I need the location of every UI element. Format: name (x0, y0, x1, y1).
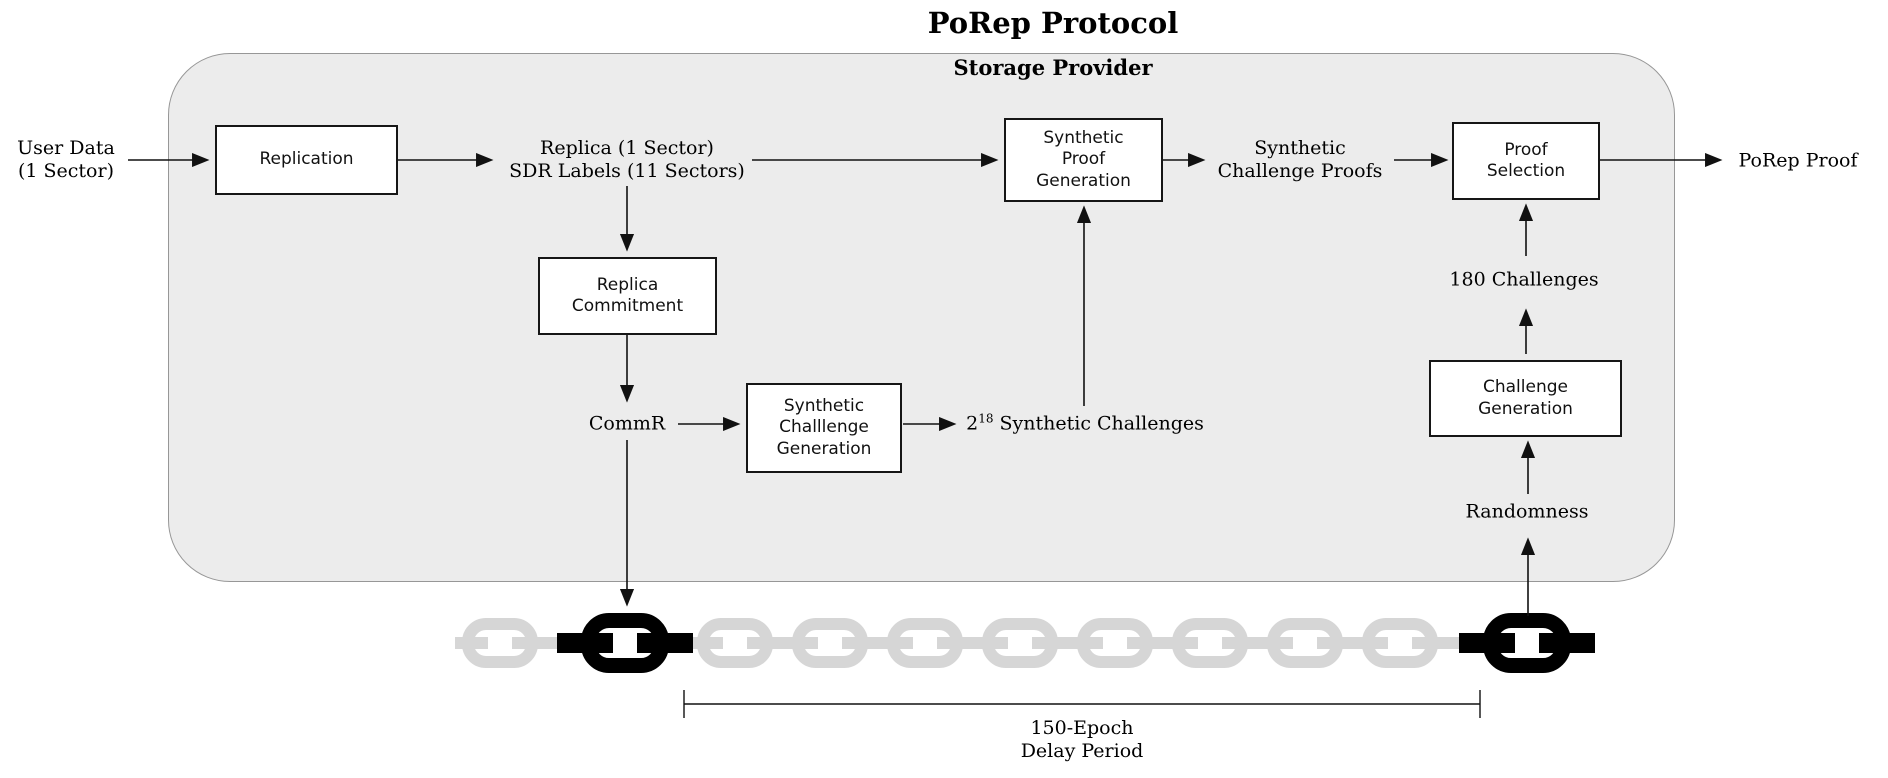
chain-link-icon (1267, 618, 1343, 668)
user-data-label: User Data (1 Sector) (17, 137, 115, 182)
proof-selection-node: Proof Selection (1452, 122, 1600, 200)
chain-link-icon (792, 618, 868, 668)
chain-link-icon (697, 618, 773, 668)
chain-link-icon (1362, 618, 1438, 668)
porep-proof-label: PoRep Proof (1738, 149, 1858, 172)
replication-node: Replication (215, 125, 398, 195)
chain-link-icon (1077, 618, 1153, 668)
chain-link-icon (1483, 613, 1571, 673)
storage-provider-label: Storage Provider (953, 55, 1153, 80)
delay-period-label: 150-Epoch Delay Period (1020, 717, 1144, 762)
180-challenges-label: 180 Challenges (1449, 268, 1599, 291)
replica-commitment-node: Replica Commitment (538, 257, 717, 335)
randomness-label: Randomness (1465, 500, 1589, 523)
chain-link-icon (462, 618, 538, 668)
commr-label: CommR (588, 412, 666, 435)
synthetic-challenge-generation-node: Synthetic Challlenge Generation (746, 383, 902, 473)
chain-link-icon (1172, 618, 1248, 668)
storage-provider-container (168, 53, 1675, 582)
chain-link-icon (887, 618, 963, 668)
challenge-generation-node: Challenge Generation (1429, 360, 1622, 437)
chain-link-icon (581, 613, 669, 673)
synthetic-challenges-label: 218 Synthetic Challenges (966, 411, 1204, 436)
challenges-exponent: 18 (978, 411, 994, 426)
diagram-title: PoRep Protocol (927, 6, 1179, 40)
chain-link-icon (982, 618, 1058, 668)
replica-output-label: Replica (1 Sector) SDR Labels (11 Sector… (509, 137, 745, 182)
synthetic-challenge-proofs-label: Synthetic Challenge Proofs (1217, 137, 1383, 182)
synthetic-proof-generation-node: Synthetic Proof Generation (1004, 118, 1163, 202)
challenges-rest: Synthetic Challenges (993, 412, 1204, 435)
challenges-base: 2 (966, 412, 979, 435)
